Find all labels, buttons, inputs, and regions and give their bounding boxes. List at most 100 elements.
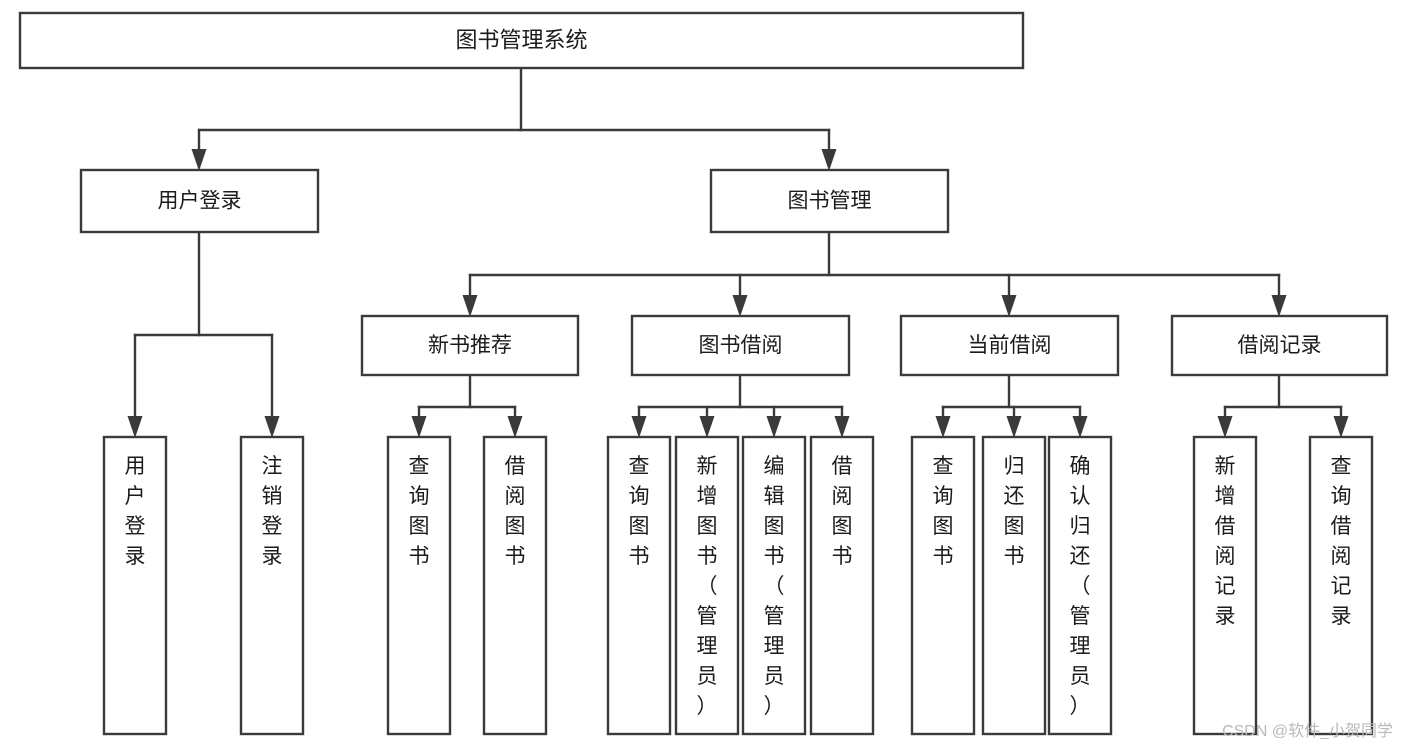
node-label-leaf-add-borrow-record: 新增借阅记录 (1215, 455, 1236, 628)
arrow-to-leaf-user-login (127, 333, 143, 438)
node-leaf-return-book[interactable]: 归还图书 (981, 435, 1047, 736)
arrow-to-leaf-query-book-recommend (411, 405, 427, 438)
node-box-leaf-edit-book[interactable] (741, 435, 807, 736)
node-new-book-recommend[interactable]: 新书推荐 (360, 314, 580, 377)
arrow-to-leaf-return-book-head (1006, 416, 1022, 438)
node-book-management[interactable]: 图书管理 (709, 168, 950, 234)
node-borrow-record[interactable]: 借阅记录 (1170, 314, 1389, 377)
arrow-to-book-borrow (732, 273, 748, 317)
node-root[interactable]: 图书管理系统 (18, 11, 1025, 70)
node-box-book-management[interactable] (709, 168, 950, 234)
node-label-leaf-confirm-return: 确认归还（管理员） (1070, 455, 1091, 718)
node-label-leaf-user-logout: 注销登录 (262, 455, 283, 568)
node-box-current-borrow[interactable] (899, 314, 1120, 377)
arrow-to-new-book-recommend (462, 273, 478, 317)
bus-book-borrow (637, 373, 844, 409)
arrow-to-book-management-head (821, 149, 837, 171)
arrow-to-leaf-query-book-borrow (631, 405, 647, 438)
bus-book-management (468, 230, 1281, 277)
node-box-leaf-query-book-current[interactable] (910, 435, 976, 736)
connector-layer (133, 66, 1343, 409)
bus-new-book (417, 373, 517, 409)
node-leaf-query-borrow-record[interactable]: 查询借阅记录 (1308, 435, 1374, 736)
arrow-to-leaf-add-borrow-record (1217, 405, 1233, 438)
node-leaf-query-book-current[interactable]: 查询图书 (910, 435, 976, 736)
node-box-root[interactable] (18, 11, 1025, 70)
node-box-book-borrow[interactable] (630, 314, 851, 377)
bus-root (197, 66, 831, 132)
arrow-to-leaf-add-book-head (699, 416, 715, 438)
node-label-new-book-recommend: 新书推荐 (428, 334, 512, 357)
node-leaf-confirm-return[interactable]: 确认归还（管理员） (1047, 435, 1113, 736)
node-leaf-user-login[interactable]: 用户登录 (102, 435, 168, 736)
csdn-watermark: CSDN @软件_小贺同学 (1222, 723, 1393, 740)
arrow-to-current-borrow (1001, 273, 1017, 317)
node-leaf-user-logout[interactable]: 注销登录 (239, 435, 305, 736)
node-user-login[interactable]: 用户登录 (79, 168, 320, 234)
node-leaf-add-book[interactable]: 新增图书（管理员） (674, 435, 740, 736)
node-box-user-login[interactable] (79, 168, 320, 234)
node-box-leaf-query-book-recommend[interactable] (386, 435, 452, 736)
arrow-to-leaf-return-book (1006, 405, 1022, 438)
node-label-leaf-query-book-current: 查询图书 (933, 455, 954, 568)
node-box-new-book-recommend[interactable] (360, 314, 580, 377)
arrow-to-borrow-record (1271, 273, 1287, 317)
arrow-to-leaf-user-login-head (127, 416, 143, 438)
arrow-to-borrow-record-head (1271, 295, 1287, 317)
arrow-to-leaf-confirm-return (1072, 405, 1088, 438)
node-box-leaf-borrow-book[interactable] (809, 435, 875, 736)
arrow-to-book-borrow-head (732, 295, 748, 317)
node-label-root: 图书管理系统 (455, 27, 587, 52)
node-label-leaf-edit-book: 编辑图书（管理员） (764, 455, 785, 718)
arrow-layer (127, 128, 1349, 438)
node-leaf-add-borrow-record[interactable]: 新增借阅记录 (1192, 435, 1258, 736)
node-book-borrow[interactable]: 图书借阅 (630, 314, 851, 377)
node-box-borrow-record[interactable] (1170, 314, 1389, 377)
node-label-leaf-user-login: 用户登录 (125, 455, 146, 568)
bus-user-login (133, 230, 274, 337)
node-layer: 图书管理系统用户登录图书管理新书推荐图书借阅当前借阅借阅记录用户登录注销登录查询… (18, 11, 1389, 736)
node-leaf-borrow-book[interactable]: 借阅图书 (809, 435, 875, 736)
arrow-to-leaf-query-book-borrow-head (631, 416, 647, 438)
arrow-to-leaf-user-logout-head (264, 416, 280, 438)
arrow-to-leaf-add-book (699, 405, 715, 438)
node-label-leaf-borrow-book-recommend: 借阅图书 (505, 455, 526, 568)
node-leaf-borrow-book-recommend[interactable]: 借阅图书 (482, 435, 548, 736)
node-box-leaf-query-borrow-record[interactable] (1308, 435, 1374, 736)
node-box-leaf-user-login[interactable] (102, 435, 168, 736)
arrow-to-leaf-user-logout (264, 333, 280, 438)
arrow-to-leaf-query-borrow-record (1333, 405, 1349, 438)
arrow-to-leaf-borrow-book-recommend (507, 405, 523, 438)
node-box-leaf-borrow-book-recommend[interactable] (482, 435, 548, 736)
node-leaf-query-book-recommend[interactable]: 查询图书 (386, 435, 452, 736)
node-box-leaf-return-book[interactable] (981, 435, 1047, 736)
node-label-book-management: 图书管理 (788, 190, 872, 213)
node-label-leaf-query-borrow-record: 查询借阅记录 (1331, 455, 1352, 628)
arrow-to-leaf-add-borrow-record-head (1217, 416, 1233, 438)
arrow-to-leaf-edit-book (766, 405, 782, 438)
node-box-leaf-add-borrow-record[interactable] (1192, 435, 1258, 736)
node-box-leaf-query-book-borrow[interactable] (606, 435, 672, 736)
node-label-leaf-query-book-borrow: 查询图书 (629, 455, 650, 568)
node-label-book-borrow: 图书借阅 (699, 334, 783, 357)
arrow-to-new-book-recommend-head (462, 295, 478, 317)
node-leaf-edit-book[interactable]: 编辑图书（管理员） (741, 435, 807, 736)
arrow-to-leaf-borrow-book-recommend-head (507, 416, 523, 438)
node-leaf-query-book-borrow[interactable]: 查询图书 (606, 435, 672, 736)
node-box-leaf-add-book[interactable] (674, 435, 740, 736)
arrow-to-user-login (191, 128, 207, 171)
node-label-leaf-borrow-book: 借阅图书 (832, 455, 853, 568)
node-current-borrow[interactable]: 当前借阅 (899, 314, 1120, 377)
arrow-to-leaf-query-book-current-head (935, 416, 951, 438)
node-box-leaf-confirm-return[interactable] (1047, 435, 1113, 736)
node-label-borrow-record: 借阅记录 (1238, 334, 1322, 357)
node-label-leaf-return-book: 归还图书 (1004, 455, 1025, 568)
bus-borrow-record (1223, 373, 1343, 409)
node-box-leaf-user-logout[interactable] (239, 435, 305, 736)
arrow-to-leaf-borrow-book-head (834, 416, 850, 438)
arrow-to-leaf-edit-book-head (766, 416, 782, 438)
node-label-leaf-query-book-recommend: 查询图书 (409, 455, 430, 568)
arrow-to-book-management (821, 128, 837, 171)
node-label-current-borrow: 当前借阅 (968, 334, 1052, 357)
